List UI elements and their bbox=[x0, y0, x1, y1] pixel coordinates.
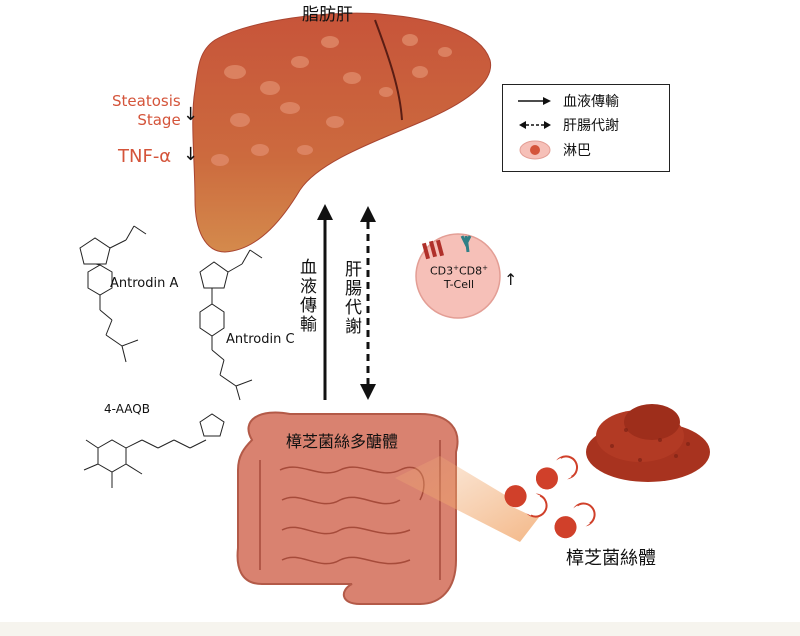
tcell-label: CD3+CD8+ T-Cell bbox=[429, 264, 489, 291]
legend-item-liver-gut: 肝腸代謝 bbox=[517, 115, 619, 135]
liver-illustration bbox=[192, 12, 492, 253]
mycelium-powder bbox=[586, 404, 710, 482]
tnf-label: TNF-α bbox=[118, 146, 172, 167]
mycelium-label: 樟芝菌絲體 bbox=[566, 548, 656, 569]
page-title: 脂肪肝 bbox=[302, 5, 353, 25]
solid-arrow-icon bbox=[518, 97, 551, 105]
aaqb-label: 4-AAQB bbox=[104, 402, 150, 416]
legend: 血液傳輸 肝腸代謝 淋巴 bbox=[502, 84, 670, 172]
tcell-arrow-icon: ↑ bbox=[504, 270, 518, 289]
polysaccharide-label: 樟芝菌絲多醣體 bbox=[286, 432, 399, 451]
delivery-beam bbox=[395, 456, 540, 542]
steatosis-label: Steatosis Stage bbox=[112, 92, 181, 129]
tcell-illustration bbox=[415, 233, 501, 319]
antrodin-a-label: Antrodin A bbox=[110, 276, 179, 291]
intestine-illustration bbox=[236, 411, 459, 605]
antrodin-a-structure bbox=[79, 225, 147, 363]
legend-item-blood: 血液傳輸 bbox=[517, 91, 619, 111]
antrodin-c-label: Antrodin C bbox=[226, 332, 295, 347]
aaqb-structure bbox=[83, 413, 225, 488]
liver-gut-metabolism-arrow bbox=[360, 206, 376, 400]
blood-transport-arrow bbox=[317, 204, 333, 400]
legend-item-lymph: 淋巴 bbox=[517, 140, 591, 160]
liver-gut-metabolism-label: 肝腸代謝 bbox=[341, 260, 361, 336]
blood-transport-label: 血液傳輸 bbox=[296, 258, 316, 334]
footer-bar bbox=[0, 622, 800, 636]
dashed-double-arrow-icon bbox=[519, 121, 551, 129]
tnf-arrow-icon: ↓ bbox=[183, 144, 199, 165]
capsules bbox=[504, 455, 596, 539]
lymph-cell-icon bbox=[519, 140, 551, 160]
steatosis-arrow-icon: ↓ bbox=[183, 104, 199, 125]
antrodin-c-structure bbox=[199, 249, 263, 401]
